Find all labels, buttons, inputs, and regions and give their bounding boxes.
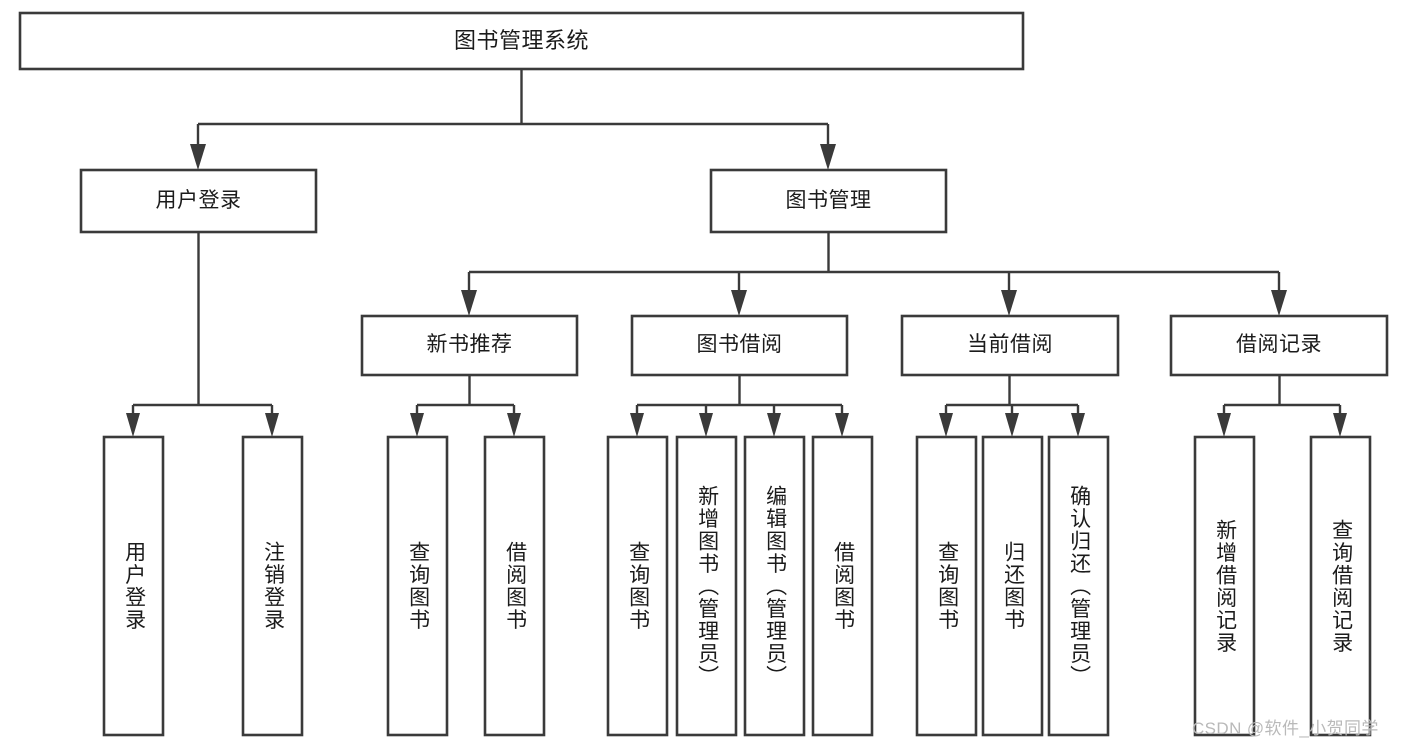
connector-group-borrow-record-to-leaves (1217, 375, 1347, 437)
arrow-head-leaf-query-book-3 (939, 413, 953, 437)
arrow-head-leaf-edit-book (767, 413, 781, 437)
connector-group-new-book-recommend-to-leaves (410, 375, 521, 437)
node-box-leaf-edit-book[interactable] (743, 435, 806, 737)
arrow-head-user-login (190, 144, 206, 170)
node-box-leaf-query-book-3[interactable] (915, 435, 978, 737)
arrow-head-leaf-confirm-return (1071, 413, 1085, 437)
node-box-leaf-query-book-2[interactable] (606, 435, 669, 737)
arrow-head-book-manage (820, 144, 836, 170)
csdn-watermark: CSDN @软件_小贺同学 (1192, 719, 1379, 738)
arrow-head-leaf-return-book (1005, 413, 1019, 437)
arrow-head-leaf-query-record (1333, 413, 1347, 437)
arrow-head-leaf-user-login (126, 413, 140, 437)
arrow-head-current-borrow (1001, 290, 1017, 316)
node-box-leaf-return-book[interactable] (981, 435, 1044, 737)
node-box-leaf-confirm-return[interactable] (1047, 435, 1110, 737)
arrow-head-leaf-borrow-book-1 (507, 413, 521, 437)
node-box-leaf-logout[interactable] (241, 435, 304, 737)
node-box-leaf-borrow-book-2[interactable] (811, 435, 874, 737)
arrow-head-leaf-query-book-2 (630, 413, 644, 437)
node-box-book-manage[interactable] (709, 168, 948, 234)
node-box-leaf-add-record[interactable] (1193, 435, 1256, 737)
connector-group-current-borrow-to-leaves (939, 375, 1085, 437)
connector-group-root-to-level2 (190, 69, 836, 170)
arrow-head-borrow-record (1271, 290, 1287, 316)
node-box-leaf-user-login[interactable] (102, 435, 165, 737)
arrow-head-leaf-query-book-1 (410, 413, 424, 437)
arrow-head-new-book-recommend (461, 290, 477, 316)
arrow-head-leaf-add-record (1217, 413, 1231, 437)
connector-group-book-manage-to-level3 (461, 232, 1287, 316)
arrow-head-book-borrow (731, 290, 747, 316)
node-box-leaf-query-record[interactable] (1309, 435, 1372, 737)
connector-group-book-borrow-to-leaves (630, 375, 849, 437)
arrow-head-leaf-logout (265, 413, 279, 437)
arrow-head-leaf-borrow-book-2 (835, 413, 849, 437)
node-box-user-login[interactable] (79, 168, 318, 234)
node-box-leaf-borrow-book-1[interactable] (483, 435, 546, 737)
node-box-new-book-recommend[interactable] (360, 314, 579, 377)
node-box-leaf-query-book-1[interactable] (386, 435, 449, 737)
node-box-leaf-add-book[interactable] (675, 435, 738, 737)
node-box-book-borrow[interactable] (630, 314, 849, 377)
node-box-current-borrow[interactable] (900, 314, 1120, 377)
node-box-borrow-record[interactable] (1169, 314, 1389, 377)
arrow-head-leaf-add-book (699, 413, 713, 437)
node-box-root[interactable] (18, 11, 1025, 71)
connector-group-user-login-to-leaves (126, 232, 279, 437)
